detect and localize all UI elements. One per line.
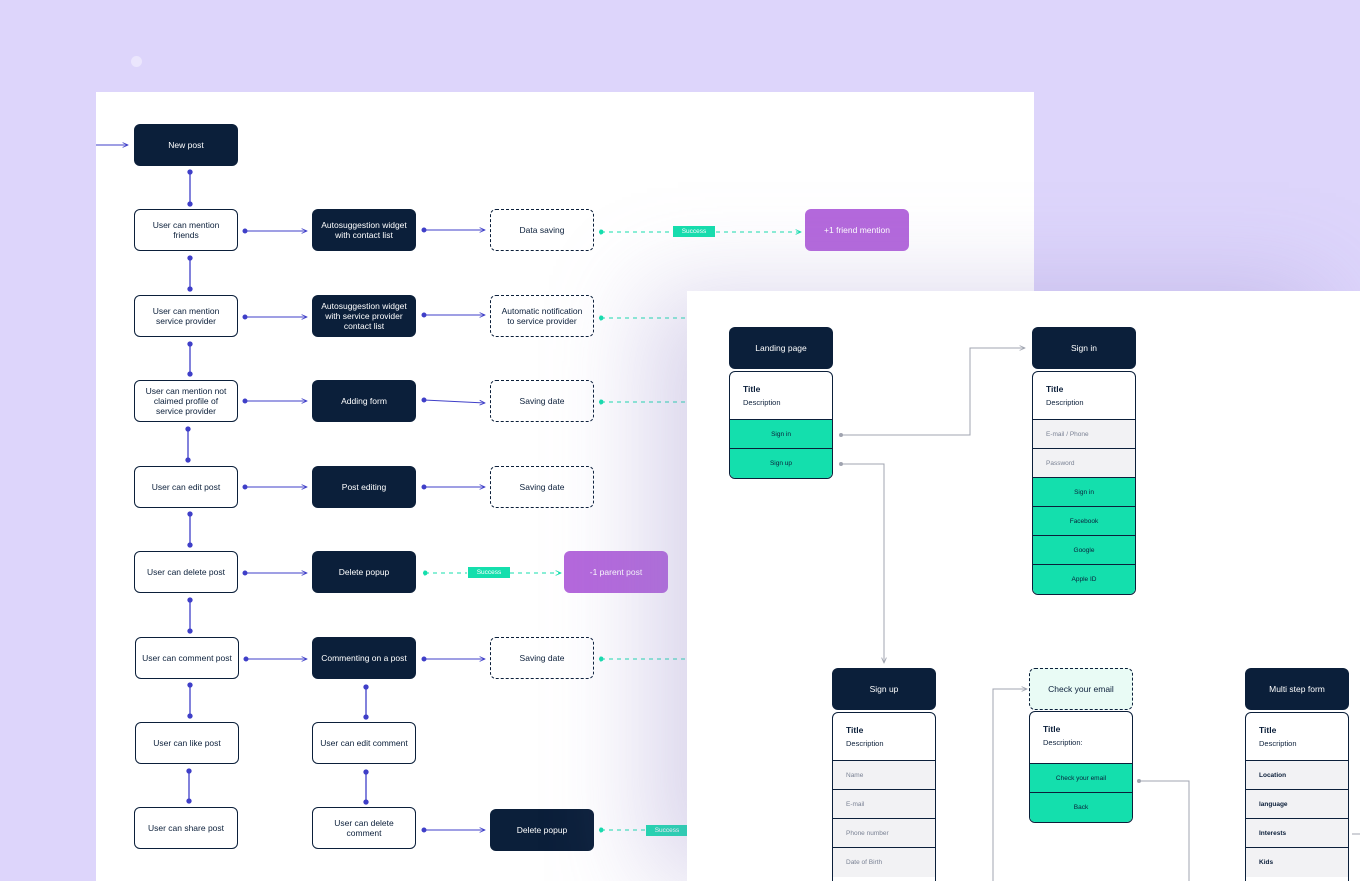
- flow-node-parent-post[interactable]: -1 parent post: [564, 551, 668, 593]
- flow-node-autosuggest-provider[interactable]: Autosuggestion widget with service provi…: [312, 295, 416, 337]
- card-description: Description:: [1043, 738, 1083, 747]
- flow-node-saving-date-3[interactable]: Saving date: [490, 637, 594, 679]
- flow-node-data-saving[interactable]: Data saving: [490, 209, 594, 251]
- flow-node-mention-unclaimed[interactable]: User can mention not claimed profile of …: [134, 380, 238, 422]
- password-input[interactable]: Password: [1033, 449, 1135, 478]
- card-description: Description: [1259, 739, 1297, 748]
- sign-in-button[interactable]: Sign in: [730, 420, 832, 449]
- apple-id-button[interactable]: Apple ID: [1033, 565, 1135, 594]
- card-title: Title: [743, 384, 761, 394]
- flow-node-commenting[interactable]: Commenting on a post: [312, 637, 416, 679]
- flow-node-auto-notification[interactable]: Automatic notification to service provid…: [490, 295, 594, 337]
- card-title: Title: [1043, 724, 1061, 734]
- flow-node-comment-post[interactable]: User can comment post: [135, 637, 239, 679]
- flow-connectors: [96, 92, 1034, 881]
- phone-number-input[interactable]: Phone number: [833, 819, 935, 848]
- card-title: Title: [1259, 725, 1277, 735]
- flow-node-saving-date-2[interactable]: Saving date: [490, 466, 594, 508]
- card-description: Description: [846, 739, 884, 748]
- card-title: Title: [846, 725, 864, 735]
- interests-field[interactable]: Interests: [1246, 819, 1348, 848]
- screen-header-multi-step[interactable]: Multi step form: [1245, 668, 1349, 710]
- flow-node-adding-form[interactable]: Adding form: [312, 380, 416, 422]
- flow-node-autosuggest-contacts[interactable]: Autosuggestion widget with contact list: [312, 209, 416, 251]
- flow-node-mention-provider[interactable]: User can mention service provider: [134, 295, 238, 337]
- card-title: Title: [1046, 384, 1064, 394]
- name-input[interactable]: Name: [833, 761, 935, 790]
- flow-node-post-editing[interactable]: Post editing: [312, 466, 416, 508]
- screen-header-landing[interactable]: Landing page: [729, 327, 833, 369]
- sign-in-submit-button[interactable]: Sign in: [1033, 478, 1135, 507]
- success-tag: Success: [673, 226, 715, 237]
- flow-node-delete-popup[interactable]: Delete popup: [312, 551, 416, 593]
- kids-field[interactable]: Kids: [1246, 848, 1348, 877]
- flow-node-delete-popup-2[interactable]: Delete popup: [490, 809, 594, 851]
- flow-node-delete-post[interactable]: User can delete post: [134, 551, 238, 593]
- screen-header-sign-up[interactable]: Sign up: [832, 668, 936, 710]
- screen-connectors: [839, 291, 1360, 881]
- card-description: Description: [1046, 398, 1084, 407]
- language-field[interactable]: language: [1246, 790, 1348, 819]
- date-of-birth-input[interactable]: Date of Birth: [833, 848, 935, 877]
- card-description: Description: [743, 398, 781, 407]
- facebook-button[interactable]: Facebook: [1033, 507, 1135, 536]
- decorative-dot: [131, 56, 142, 67]
- check-email-button[interactable]: Check your email: [1030, 764, 1132, 793]
- flow-node-delete-comment[interactable]: User can delete comment: [312, 807, 416, 849]
- email-phone-input[interactable]: E-mail / Phone: [1033, 420, 1135, 449]
- flow-node-saving-date-1[interactable]: Saving date: [490, 380, 594, 422]
- flow-node-mention-friends[interactable]: User can mention friends: [134, 209, 238, 251]
- flow-node-edit-comment[interactable]: User can edit comment: [312, 722, 416, 764]
- location-field[interactable]: Location: [1246, 761, 1348, 790]
- flow-node-like-post[interactable]: User can like post: [135, 722, 239, 764]
- flow-node-friend-mention[interactable]: +1 friend mention: [805, 209, 909, 251]
- flow-node-new-post[interactable]: New post: [134, 124, 238, 166]
- sign-up-button[interactable]: Sign up: [730, 449, 832, 478]
- flow-node-share-post[interactable]: User can share post: [134, 807, 238, 849]
- screen-header-check-email[interactable]: Check your email: [1029, 668, 1133, 710]
- google-button[interactable]: Google: [1033, 536, 1135, 565]
- back-button[interactable]: Back: [1030, 793, 1132, 822]
- email-input[interactable]: E-mail: [833, 790, 935, 819]
- success-tag: Success: [468, 567, 510, 578]
- flow-node-edit-post[interactable]: User can edit post: [134, 466, 238, 508]
- success-tag: Success: [646, 825, 688, 836]
- screen-header-sign-in[interactable]: Sign in: [1032, 327, 1136, 369]
